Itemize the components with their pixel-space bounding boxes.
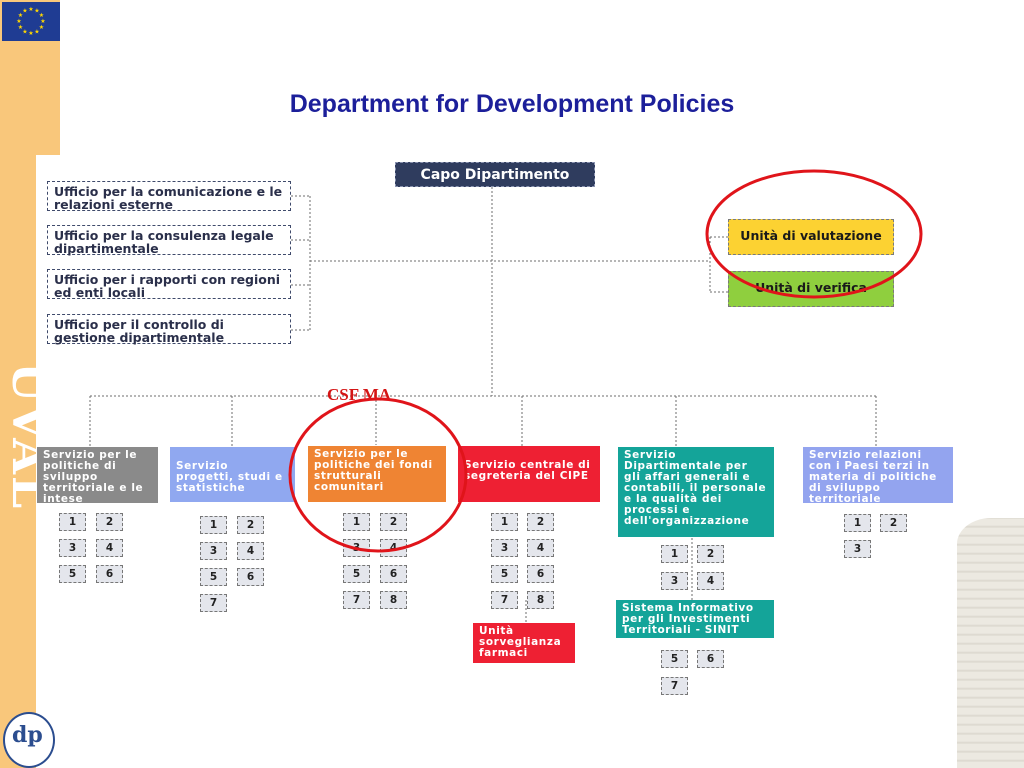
division-box: 5 <box>59 565 86 583</box>
sinit-box: Sistema Informativo per gli Investimenti… <box>616 600 774 638</box>
svg-text:★: ★ <box>22 8 27 15</box>
division-box: 4 <box>237 542 264 560</box>
service-sviluppo-territoriale: Servizio per le politiche di sviluppo te… <box>37 447 158 505</box>
svg-text:★: ★ <box>18 24 23 31</box>
division-box: 7 <box>200 594 227 612</box>
staff-office-controllo-gestione: Ufficio per il controllo di gestione dip… <box>47 314 291 344</box>
division-box: 6 <box>96 565 123 583</box>
division-box: 1 <box>59 513 86 531</box>
svg-text:★: ★ <box>28 6 33 13</box>
division-box: 5 <box>200 568 227 586</box>
division-box: 6 <box>237 568 264 586</box>
division-box: 5 <box>343 565 370 583</box>
division-box: 6 <box>697 650 724 668</box>
page-title: Department for Development Policies <box>289 90 735 118</box>
division-box: 7 <box>491 591 518 609</box>
division-box: 2 <box>880 514 907 532</box>
dp-logo-text: dp <box>12 722 43 748</box>
division-box: 3 <box>200 542 227 560</box>
division-box: 1 <box>661 545 688 563</box>
division-box: 1 <box>844 514 871 532</box>
capo-dipartimento-box: Capo Dipartimento <box>395 162 595 187</box>
division-box: 2 <box>527 513 554 531</box>
highlight-ring-fondi-strutturali <box>288 397 468 553</box>
division-box: 6 <box>527 565 554 583</box>
unita-valutazione-box: Unità di valutazione <box>728 219 894 255</box>
svg-text:★: ★ <box>22 29 27 36</box>
eu-flag-icon: ★★★ ★★★ ★★★ ★★★ <box>2 2 60 41</box>
svg-text:★: ★ <box>39 12 44 19</box>
svg-text:★: ★ <box>34 29 39 36</box>
division-box: 3 <box>491 539 518 557</box>
dp-logo <box>3 712 55 768</box>
service-progetti-statistiche: Servizio progetti, studi e statistiche <box>170 447 295 502</box>
division-box: 6 <box>380 565 407 583</box>
decorative-manuscript-image <box>957 518 1024 768</box>
division-box: 2 <box>697 545 724 563</box>
division-box: 2 <box>96 513 123 531</box>
staff-office-rapporti-regioni: Ufficio per i rapporti con regioni ed en… <box>47 269 291 299</box>
svg-text:★: ★ <box>40 18 45 25</box>
division-box: 7 <box>343 591 370 609</box>
highlight-ring-valutazione <box>705 169 923 299</box>
division-box: 3 <box>661 572 688 590</box>
division-box: 8 <box>527 591 554 609</box>
division-box: 4 <box>697 572 724 590</box>
service-affari-generali: Servizio Dipartimentale per gli affari g… <box>618 447 774 537</box>
division-box: 1 <box>343 513 370 531</box>
service-segreteria-cipe: Servizio centrale di segreteria del CIPE <box>458 446 600 502</box>
division-box: 2 <box>380 513 407 531</box>
svg-text:★: ★ <box>34 8 39 15</box>
division-box: 4 <box>527 539 554 557</box>
division-box: 3 <box>844 540 871 558</box>
division-box: 7 <box>661 677 688 695</box>
svg-text:★: ★ <box>28 30 33 37</box>
unita-sorveglianza-farmaci-box: Unità sorveglianza farmaci <box>473 623 575 663</box>
svg-text:★: ★ <box>39 24 44 31</box>
svg-text:★: ★ <box>18 12 23 19</box>
division-box: 2 <box>237 516 264 534</box>
division-box: 3 <box>59 539 86 557</box>
staff-office-comunicazione: Ufficio per la comunicazione e le relazi… <box>47 181 291 211</box>
division-box: 8 <box>380 591 407 609</box>
division-box: 5 <box>491 565 518 583</box>
svg-text:★: ★ <box>16 18 21 25</box>
staff-office-consulenza: Ufficio per la consulenza legale diparti… <box>47 225 291 255</box>
division-box: 1 <box>491 513 518 531</box>
division-box: 5 <box>661 650 688 668</box>
service-relazioni-paesi-terzi: Servizio relazioni con i Paesi terzi in … <box>803 447 953 505</box>
division-box: 4 <box>96 539 123 557</box>
division-box: 1 <box>200 516 227 534</box>
service-fondi-strutturali: Servizio per le politiche dei fondi stru… <box>308 446 446 502</box>
